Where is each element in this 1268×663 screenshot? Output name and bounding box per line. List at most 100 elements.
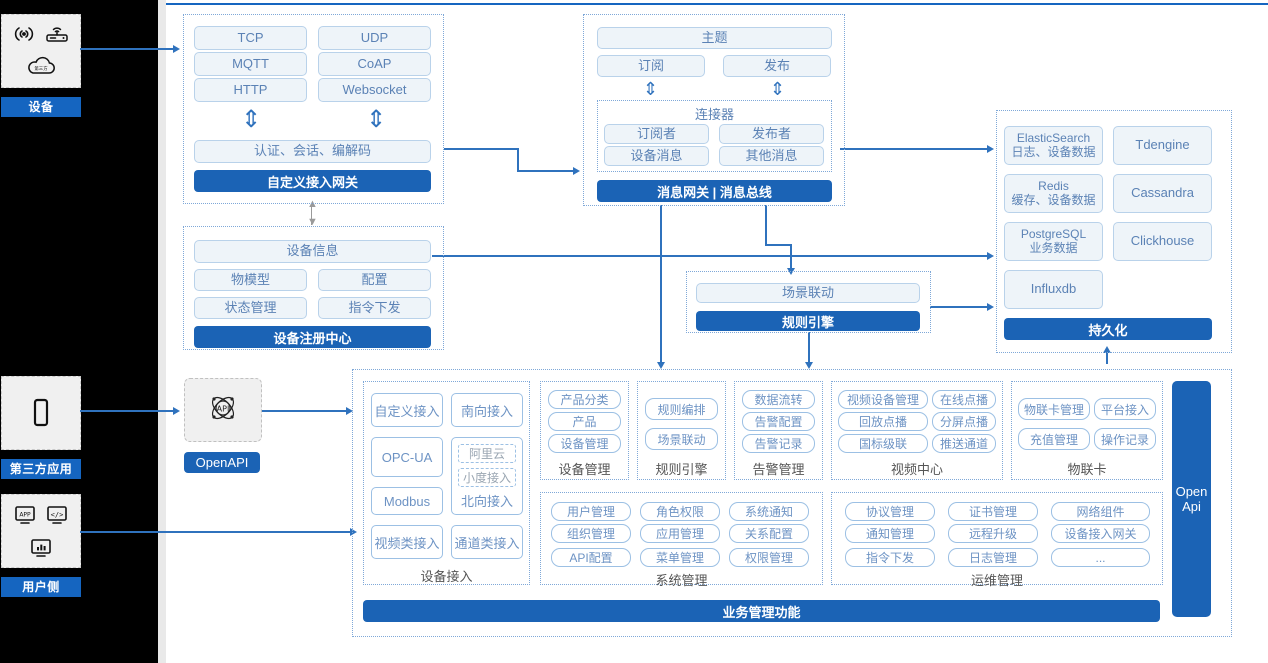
chip-split-screen[interactable]: 分屏点播 [932, 412, 996, 431]
chip-api-config[interactable]: API配置 [551, 548, 631, 567]
registry-thing-model[interactable]: 物模型 [194, 269, 307, 291]
chip-org-mgmt[interactable]: 组织管理 [551, 524, 631, 543]
connector-bus-rule-a [765, 205, 767, 245]
protocol-coap[interactable]: CoAP [318, 52, 431, 76]
chip-online-play[interactable]: 在线点播 [932, 390, 996, 409]
registry-state-mgmt[interactable]: 状态管理 [194, 297, 307, 319]
cloud-icon: 第三方 [23, 56, 59, 78]
arrowhead [346, 406, 353, 415]
open-api-side-bar[interactable]: Open Api [1172, 381, 1211, 617]
registry-bar[interactable]: 设备注册中心 [194, 326, 431, 348]
chip-cert-mgmt[interactable]: 证书管理 [948, 502, 1038, 521]
title-device-mgmt: 设备管理 [558, 462, 611, 477]
access-northbound-label: 北向接入 [460, 494, 513, 509]
connector-rule-business [808, 332, 810, 365]
message-publish[interactable]: 发布 [723, 55, 831, 77]
registry-command-dispatch[interactable]: 指令下发 [318, 297, 431, 319]
chip-command-dispatch[interactable]: 指令下发 [845, 548, 935, 567]
arrow-up-small: ▲ [307, 198, 318, 210]
registry-device-info[interactable]: 设备信息 [194, 240, 431, 263]
protocol-http[interactable]: HTTP [194, 78, 307, 102]
chip-iot-card-mgmt[interactable]: 物联卡管理 [1018, 398, 1090, 420]
gateway-bar[interactable]: 自定义接入网关 [194, 170, 431, 192]
store-influxdb[interactable]: Influxdb [1004, 270, 1103, 309]
chip-alarm-record[interactable]: 告警记录 [742, 434, 815, 453]
access-custom[interactable]: 自定义接入 [371, 393, 443, 427]
business-bar[interactable]: 业务管理功能 [363, 600, 1160, 622]
rule-scene-linkage[interactable]: 场景联动 [696, 283, 920, 303]
access-modbus[interactable]: Modbus [371, 487, 443, 515]
message-bus-bar[interactable]: 消息网关 | 消息总线 [597, 180, 832, 202]
chip-video-device-mgmt[interactable]: 视频设备管理 [838, 390, 928, 409]
group-alarm-mgmt [734, 381, 823, 480]
store-clickhouse[interactable]: Clickhouse [1113, 222, 1212, 261]
arrowhead [573, 166, 580, 175]
group-system-mgmt [540, 492, 823, 585]
chip-permission-mgmt[interactable]: 权限管理 [729, 548, 809, 567]
store-postgresql[interactable]: PostgreSQL 业务数据 [1004, 222, 1103, 261]
message-group [583, 14, 845, 206]
gateway-middle[interactable]: 认证、会话、编解码 [194, 140, 431, 163]
connector-other-message[interactable]: 其他消息 [719, 146, 824, 166]
chip-system-notice[interactable]: 系统通知 [729, 502, 809, 521]
chip-remote-upgrade[interactable]: 远程升级 [948, 524, 1038, 543]
access-opcua[interactable]: OPC-UA [371, 437, 443, 477]
chip-platform-access[interactable]: 平台接入 [1094, 398, 1156, 420]
group-ops-mgmt [831, 492, 1163, 585]
chip-log-mgmt[interactable]: 日志管理 [948, 548, 1038, 567]
chip-user-mgmt[interactable]: 用户管理 [551, 502, 631, 521]
persistence-bar[interactable]: 持久化 [1004, 318, 1212, 340]
chip-more[interactable]: ... [1051, 548, 1150, 567]
access-channel[interactable]: 通道类接入 [451, 525, 523, 559]
rule-engine-bar[interactable]: 规则引擎 [696, 311, 920, 331]
group-iot-card [1011, 381, 1163, 480]
protocol-udp[interactable]: UDP [318, 26, 431, 50]
protocol-tcp[interactable]: TCP [194, 26, 307, 50]
chip-network-component[interactable]: 网络组件 [1051, 502, 1150, 521]
protocol-websocket[interactable]: Websocket [318, 78, 431, 102]
svg-text:API: API [217, 404, 230, 413]
chip-data-flow[interactable]: 数据流转 [742, 390, 815, 409]
chip-menu-mgmt[interactable]: 菜单管理 [640, 548, 720, 567]
arrowhead [350, 527, 357, 536]
access-xiaodu[interactable]: 小度接入 [458, 468, 516, 487]
chip-playback[interactable]: 回放点播 [838, 412, 928, 431]
chip-scene-linkage[interactable]: 场景联动 [645, 428, 718, 450]
mobile-phone-icon [30, 396, 52, 430]
chip-device-mgmt[interactable]: 设备管理 [548, 434, 621, 453]
chip-gb-cascade[interactable]: 国标级联 [838, 434, 928, 453]
registry-config[interactable]: 配置 [318, 269, 431, 291]
router-icon [44, 24, 70, 44]
chip-recharge-mgmt[interactable]: 充值管理 [1018, 428, 1090, 450]
chip-alarm-config[interactable]: 告警配置 [742, 412, 815, 431]
chip-product[interactable]: 产品 [548, 412, 621, 431]
connector-device-message[interactable]: 设备消息 [604, 146, 709, 166]
chip-role-permission[interactable]: 角色权限 [640, 502, 720, 521]
arrowhead [1102, 346, 1111, 353]
user-side-caption: 用户侧 [1, 577, 81, 597]
chip-push-channel[interactable]: 推送通道 [932, 434, 996, 453]
store-tdengine[interactable]: Tdengine [1113, 126, 1212, 165]
chip-relation-config[interactable]: 关系配置 [729, 524, 809, 543]
chip-app-mgmt[interactable]: 应用管理 [640, 524, 720, 543]
message-topic[interactable]: 主题 [597, 27, 832, 49]
message-subscribe[interactable]: 订阅 [597, 55, 705, 77]
chip-product-category[interactable]: 产品分类 [548, 390, 621, 409]
connector-publisher[interactable]: 发布者 [719, 124, 824, 144]
store-elasticsearch[interactable]: ElasticSearch 日志、设备数据 [1004, 126, 1103, 165]
chip-operation-log[interactable]: 操作记录 [1094, 428, 1156, 450]
access-southbound[interactable]: 南向接入 [451, 393, 523, 427]
chip-device-access-gateway[interactable]: 设备接入网关 [1051, 524, 1150, 543]
chip-rule-orchestration[interactable]: 规则编排 [645, 398, 718, 420]
connector-persistence-business [1106, 350, 1108, 364]
connector-openapi-business [262, 410, 348, 412]
openapi-label[interactable]: OpenAPI [184, 452, 260, 473]
access-video[interactable]: 视频类接入 [371, 525, 443, 559]
connector-subscriber[interactable]: 订阅者 [604, 124, 709, 144]
protocol-mqtt[interactable]: MQTT [194, 52, 307, 76]
store-redis[interactable]: Redis 缓存、设备数据 [1004, 174, 1103, 213]
chip-protocol-mgmt[interactable]: 协议管理 [845, 502, 935, 521]
chip-notice-mgmt[interactable]: 通知管理 [845, 524, 935, 543]
access-aliyun[interactable]: 阿里云 [458, 444, 516, 463]
store-cassandra[interactable]: Cassandra [1113, 174, 1212, 213]
